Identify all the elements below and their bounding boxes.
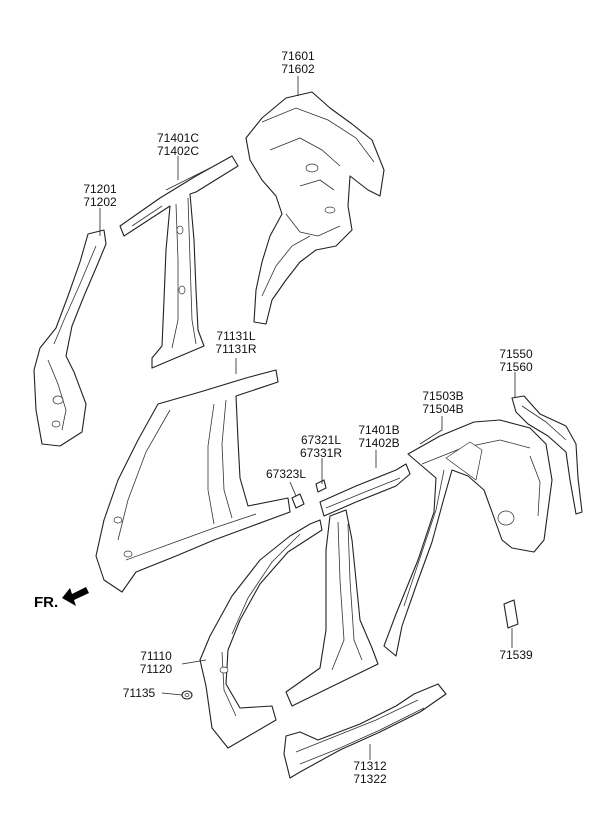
callout-71503B-line1: 71503B: [422, 389, 464, 403]
bracket-67323: [291, 493, 305, 509]
callout-71312-line1: 71312: [353, 759, 387, 773]
rear-quarter-inner-panel: [245, 91, 385, 325]
callout-71601: 71601 71602: [272, 50, 324, 76]
callout-71401B: 71401B 71402B: [350, 424, 408, 450]
callout-71401B-line1: 71401B: [358, 423, 400, 437]
front-orientation-label: FR.: [34, 594, 59, 611]
callout-71401B-line2: 71402B: [358, 436, 400, 450]
leader-lines: [99, 76, 516, 760]
callout-71550-line2: 71560: [499, 360, 533, 374]
callout-67323: 67323L: [258, 468, 314, 481]
bracket-67321: [315, 479, 327, 493]
roof-side-rail: [319, 463, 411, 517]
callout-71135: 71135: [114, 687, 164, 700]
front-pillar-outer: [199, 519, 323, 749]
callout-67323-line1: 67323L: [265, 467, 307, 481]
front-pillar-inner: [33, 229, 107, 447]
callout-71550-line1: 71550: [499, 347, 533, 361]
callout-71539: 71539: [490, 649, 542, 662]
callout-71312: 71312 71322: [344, 760, 396, 786]
callout-67321-line1: 67321L: [300, 433, 342, 447]
nut-71135: [181, 690, 193, 700]
callout-67321-line2: 67331R: [299, 446, 343, 460]
bracket-71539: [503, 599, 519, 629]
callout-71401C: 71401C 71402C: [146, 132, 210, 158]
callout-71135-line1: 71135: [122, 686, 156, 700]
callout-71401C-line1: 71401C: [156, 131, 200, 145]
callout-71110: 71110 71120: [130, 650, 182, 676]
center-pillar-outer: [285, 509, 379, 707]
callout-71503B: 71503B 71504B: [414, 390, 472, 416]
callout-71131-line2: 71131R: [215, 342, 257, 356]
center-pillar-inner: [119, 155, 239, 369]
callout-71201: 71201 71202: [74, 183, 126, 209]
callout-71110-line2: 71120: [139, 662, 173, 676]
callout-71110-line1: 71110: [140, 649, 172, 663]
quarter-outer-panel: [383, 419, 553, 657]
callout-71201-line2: 71202: [83, 195, 117, 209]
wheelhouse-extension: [511, 395, 583, 515]
side-inner-frame: [95, 369, 291, 593]
callout-71401C-line2: 71402C: [156, 144, 200, 158]
callout-71131-line1: 71131L: [216, 329, 256, 343]
callout-71601-line2: 71602: [281, 62, 315, 76]
side-sill: [283, 683, 447, 779]
callout-71503B-line2: 71504B: [422, 402, 464, 416]
callout-71550: 71550 71560: [490, 348, 542, 374]
callout-71201-line1: 71201: [83, 182, 117, 196]
front-direction-arrow: [62, 587, 89, 606]
callout-67321: 67321L 67331R: [292, 434, 350, 460]
callout-71539-line1: 71539: [499, 648, 533, 662]
callout-71312-line2: 71322: [353, 772, 387, 786]
callout-71601-line1: 71601: [281, 49, 315, 63]
callout-71131: 71131L 71131R: [204, 330, 268, 356]
